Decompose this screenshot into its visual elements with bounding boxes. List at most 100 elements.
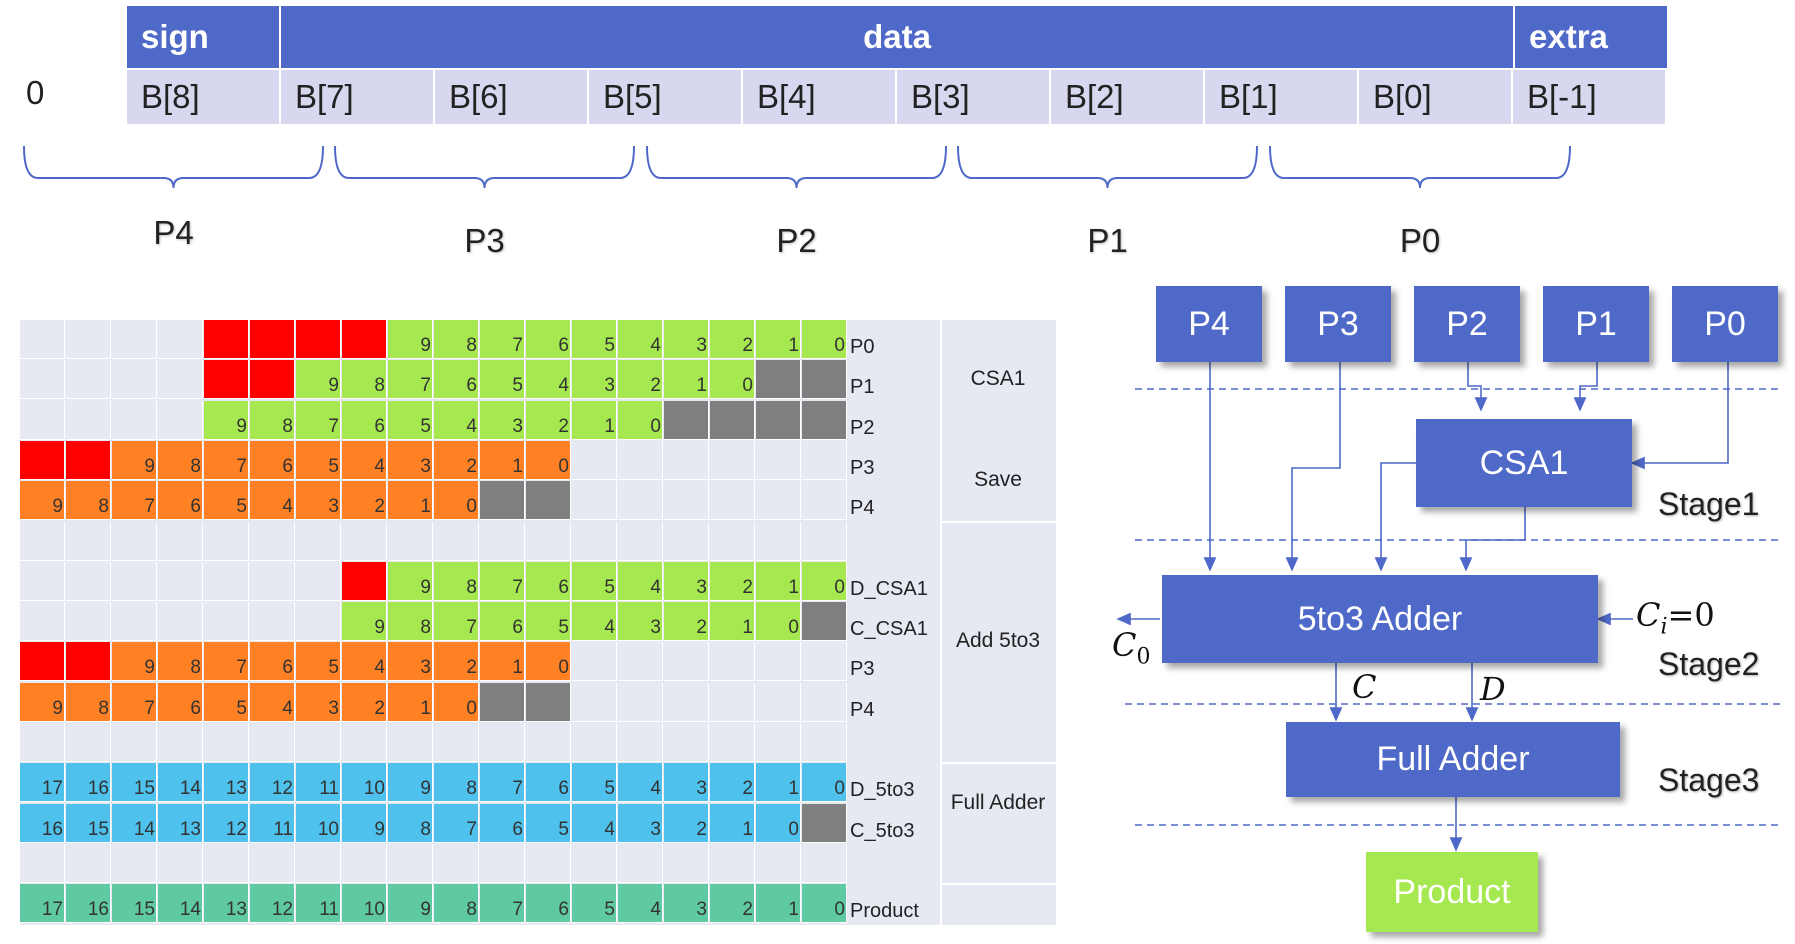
grid-cell-blank — [342, 723, 387, 762]
grid-cell-bit: 3 — [664, 763, 709, 803]
grid-cell-bit: 7 — [204, 440, 249, 480]
grid-cell-blank — [710, 642, 755, 682]
grid-cell-bit: 16 — [66, 884, 111, 924]
grid-cell-sign — [342, 561, 387, 601]
grid-cell-bit: 1 — [710, 803, 755, 843]
grid-cell-blank — [250, 602, 295, 642]
grid-row-label: P1 — [850, 376, 875, 399]
brace-label: P4 — [153, 214, 194, 251]
grid-group-label: Add 5to3 — [955, 629, 1041, 653]
grid-cell-bit: 8 — [66, 682, 111, 722]
grid-cell-bit: 3 — [664, 320, 709, 359]
grid-cell-bit: 9 — [112, 440, 157, 480]
grid-cell-bit: 9 — [388, 884, 433, 924]
grid-cell-blank — [296, 723, 341, 762]
header-sign-label: sign — [141, 18, 209, 55]
grid-cell-bit: 3 — [618, 602, 663, 642]
grid-cell-blank — [710, 481, 755, 521]
grid-cell-bit: 10 — [342, 763, 387, 803]
bit-cell: B[6] — [435, 70, 587, 124]
bit-cell: B[0] — [1359, 70, 1511, 124]
grid-cell-empty — [480, 682, 525, 722]
brace-label: P3 — [464, 222, 505, 259]
grid-cell-bit: 3 — [296, 682, 341, 722]
grid-cell-blank — [664, 642, 709, 682]
grid-cell-blank — [158, 521, 203, 561]
grid-cell-bit: 2 — [710, 884, 755, 924]
grid-cell-blank — [664, 843, 709, 883]
grid-cell-bit: 7 — [112, 682, 157, 722]
grid-cell-bit: 1 — [756, 320, 801, 359]
grid-cell-blank — [20, 723, 65, 762]
grid-cell-bit: 5 — [388, 400, 433, 440]
bit-cell: B[2] — [1051, 70, 1203, 124]
grid-cell-bit: 3 — [664, 561, 709, 601]
grid-cell-bit: 9 — [388, 763, 433, 803]
grid-cell-bit: 4 — [572, 803, 617, 843]
full-adder-block: Full Adder — [1286, 722, 1620, 797]
grid-cell-bit: 2 — [710, 561, 755, 601]
grid-cell-blank — [342, 521, 387, 561]
grid-cell-bit: 6 — [526, 320, 571, 359]
grid-cell-blank — [112, 561, 157, 601]
grid-cell-blank — [434, 723, 479, 762]
grid-cell-bit: 0 — [756, 803, 801, 843]
grid-cell-blank — [434, 843, 479, 883]
grid-cell-bit: 5 — [296, 642, 341, 682]
grid-cell-blank — [204, 521, 249, 561]
grid-cell-bit: 8 — [250, 400, 295, 440]
grid-cell-bit: 8 — [388, 602, 433, 642]
grid-cell-blank — [66, 561, 111, 601]
grid-cell-bit: 17 — [20, 763, 65, 803]
grid-cell-blank — [710, 843, 755, 883]
grid-cell-bit: 0 — [434, 682, 479, 722]
grid-cell-blank — [66, 360, 111, 400]
grid-cell-bit: 14 — [112, 803, 157, 843]
grid-cell-bit: 9 — [296, 360, 341, 400]
grid-cell-bit: 1 — [664, 360, 709, 400]
grid-cell-blank — [66, 521, 111, 561]
grid-cell-sign — [20, 440, 65, 480]
brace — [1269, 145, 1571, 189]
grid-cell-blank — [710, 440, 755, 480]
grid-cell-blank — [802, 682, 847, 722]
grid-cell-bit: 7 — [480, 561, 525, 601]
grid-cell-bit: 4 — [342, 440, 387, 480]
grid-cell-blank — [710, 682, 755, 722]
grid-cell-blank — [112, 400, 157, 440]
input-block-p0: P0 — [1672, 286, 1778, 362]
grid-cell-blank — [618, 723, 663, 762]
grid-cell-bit: 15 — [66, 803, 111, 843]
stage2-label: Stage2 — [1658, 646, 1760, 682]
grid-cell-bit: 7 — [388, 360, 433, 400]
adder-5to3-block: 5to3 Adder — [1162, 575, 1598, 663]
grid-cell-bit: 11 — [296, 763, 341, 803]
grid-cell-bit: 6 — [526, 884, 571, 924]
grid-cell-bit: 7 — [296, 400, 341, 440]
grid-cell-bit: 8 — [158, 440, 203, 480]
grid-cell-bit: 1 — [480, 642, 525, 682]
grid-cell-bit: 11 — [250, 803, 295, 843]
input-block-p1: P1 — [1543, 286, 1649, 362]
brace-label: P2 — [776, 222, 817, 259]
grid-cell-blank — [250, 843, 295, 883]
grid-cell-bit: 0 — [802, 884, 847, 924]
grid-cell-bit: 1 — [710, 602, 755, 642]
carry-out-label: C0 — [1112, 626, 1150, 669]
grid-cell-bit: 12 — [204, 803, 249, 843]
grid-cell-bit: 7 — [112, 481, 157, 521]
grid-cell-bit: 6 — [480, 602, 525, 642]
grid-cell-bit: 12 — [250, 763, 295, 803]
brace-group — [23, 145, 1571, 189]
grid-cell-bit: 2 — [710, 320, 755, 359]
flow-arrows — [1116, 362, 1729, 852]
bit-cell: B[7] — [281, 70, 433, 124]
carry-out-c: C — [1112, 626, 1137, 664]
bit-cell: B[-1] — [1513, 70, 1665, 124]
grid-cell-blank — [204, 561, 249, 601]
grid-cell-bit: 0 — [802, 320, 847, 359]
grid-cell-bit: 9 — [342, 803, 387, 843]
grid-cell-blank — [480, 723, 525, 762]
brace-label: P0 — [1399, 222, 1441, 259]
grid-cell-blank — [20, 561, 65, 601]
